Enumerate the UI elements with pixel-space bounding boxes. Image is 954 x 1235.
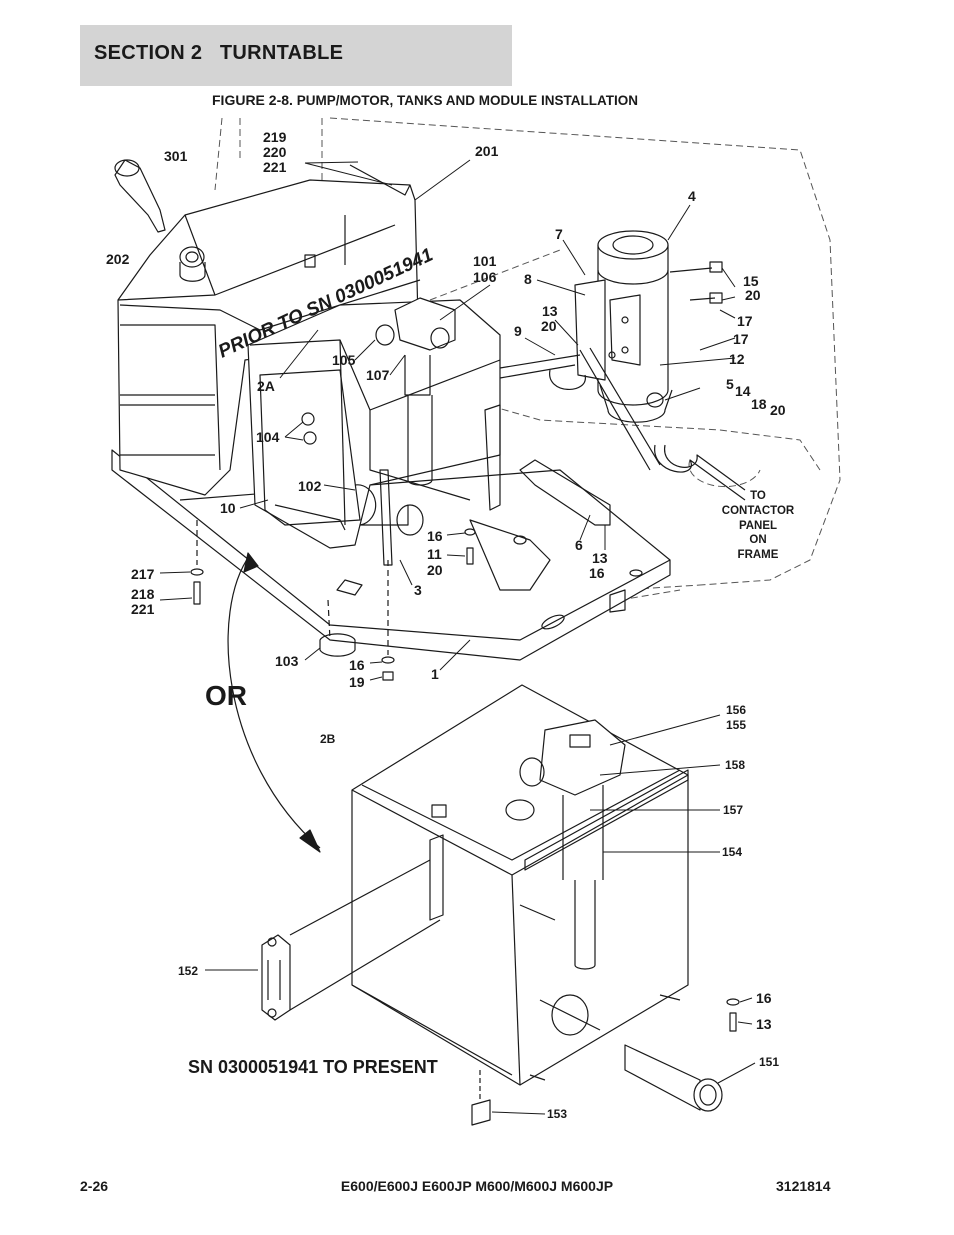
callout: 12 bbox=[729, 351, 745, 367]
callout: 152 bbox=[178, 964, 198, 978]
or-label: OR bbox=[205, 680, 247, 711]
callout: 17 bbox=[733, 331, 749, 347]
callout: 17 bbox=[737, 313, 753, 329]
callout: 7 bbox=[555, 226, 563, 242]
contactor-note-line: CONTACTOR bbox=[722, 505, 795, 517]
callout: 1 bbox=[431, 666, 439, 682]
callout: 217 bbox=[131, 566, 155, 582]
callout: 221 bbox=[263, 159, 287, 175]
callout: 13 bbox=[542, 303, 558, 319]
drain-plug-153 bbox=[471, 1070, 491, 1126]
callout: 16 bbox=[589, 565, 605, 581]
present-label: SN 0300051941 TO PRESENT bbox=[188, 1057, 438, 1077]
lower-callouts: 2B 156 155 158 157 154 152 16 13 151 153 bbox=[178, 703, 779, 1121]
document-number: 3121814 bbox=[776, 1178, 831, 1194]
callout: 3 bbox=[414, 582, 422, 598]
callout: 6 bbox=[575, 537, 583, 553]
hardware-bolts bbox=[190, 520, 476, 681]
upper-callouts: 301 219 220 221 201 202 4 7 8 101 106 15… bbox=[106, 129, 786, 690]
figure-title: PUMP/MOTOR, TANKS AND MODULE INSTALLATIO… bbox=[296, 93, 639, 108]
model-list: E600/E600J E600JP M600/M600J M600JP bbox=[340, 1178, 614, 1194]
callout: 158 bbox=[725, 758, 745, 772]
callout: 20 bbox=[745, 287, 761, 303]
callout: 11 bbox=[427, 546, 442, 562]
sight-gauge-152 bbox=[261, 859, 441, 1021]
callout: 16 bbox=[427, 528, 443, 544]
callout: 101 bbox=[473, 253, 497, 269]
section-banner: SECTION 2 TURNTABLE bbox=[80, 25, 512, 86]
callout: 5 bbox=[726, 376, 734, 392]
contactor-note-line: TO bbox=[750, 490, 766, 502]
callout: 301 bbox=[164, 148, 188, 164]
callout: 15 bbox=[743, 273, 759, 289]
hydraulic-tank-2b bbox=[351, 684, 689, 1086]
callout: 154 bbox=[722, 845, 742, 859]
callout: 202 bbox=[106, 251, 130, 267]
callout: 106 bbox=[473, 269, 497, 285]
callout: 18 bbox=[751, 396, 767, 412]
leader-lines bbox=[159, 159, 756, 1115]
pump-motor-assembly bbox=[499, 230, 746, 501]
hardware-lower bbox=[726, 998, 740, 1032]
contactor-note-line: FRAME bbox=[738, 549, 779, 561]
filler-cap-301 bbox=[114, 159, 166, 233]
callout: 221 bbox=[131, 601, 155, 617]
section-title: SECTION 2 TURNTABLE bbox=[94, 42, 344, 64]
callout: 201 bbox=[475, 143, 499, 159]
callout: 14 bbox=[735, 383, 751, 399]
callout: 20 bbox=[427, 562, 443, 578]
callout: 16 bbox=[349, 657, 365, 673]
callout: 103 bbox=[275, 653, 299, 669]
callout: 219 bbox=[263, 129, 287, 145]
callout: 218 bbox=[131, 586, 155, 602]
or-arrow bbox=[227, 554, 321, 849]
contactor-note: TO CONTACTOR PANEL ON FRAME bbox=[722, 490, 795, 561]
figure-caption: FIGURE 2-8. PUMP/MOTOR, TANKS AND MODULE… bbox=[212, 92, 638, 108]
strainer-151 bbox=[624, 1044, 723, 1112]
callout: 8 bbox=[524, 271, 532, 287]
callout: 19 bbox=[349, 674, 365, 690]
callout: 2A bbox=[257, 378, 275, 394]
contactor-note-line: ON bbox=[749, 534, 766, 546]
callout: 156 bbox=[726, 703, 746, 717]
callout: 20 bbox=[541, 318, 557, 334]
callout: 157 bbox=[723, 803, 743, 817]
hydraulic-tank-2a bbox=[247, 297, 501, 566]
callout: 104 bbox=[256, 429, 280, 445]
figure-number: FIGURE 2-8. bbox=[212, 92, 293, 108]
module-bracket bbox=[469, 459, 611, 591]
contactor-note-line: PANEL bbox=[739, 520, 777, 532]
callout: 105 bbox=[332, 352, 356, 368]
callout: 4 bbox=[688, 188, 696, 204]
callout: 155 bbox=[726, 718, 746, 732]
callout: 220 bbox=[263, 144, 287, 160]
callout: 9 bbox=[514, 323, 522, 339]
callout: 107 bbox=[366, 367, 390, 383]
callout: 20 bbox=[770, 402, 786, 418]
callout: 151 bbox=[759, 1055, 779, 1069]
callout: 10 bbox=[220, 500, 236, 516]
callout: 102 bbox=[298, 478, 322, 494]
callout: 2B bbox=[320, 732, 336, 746]
page-number: 2-26 bbox=[80, 1178, 109, 1194]
callout: 13 bbox=[756, 1016, 772, 1032]
callout: 13 bbox=[592, 550, 608, 566]
callout: 16 bbox=[756, 990, 772, 1006]
callout: 153 bbox=[547, 1107, 567, 1121]
